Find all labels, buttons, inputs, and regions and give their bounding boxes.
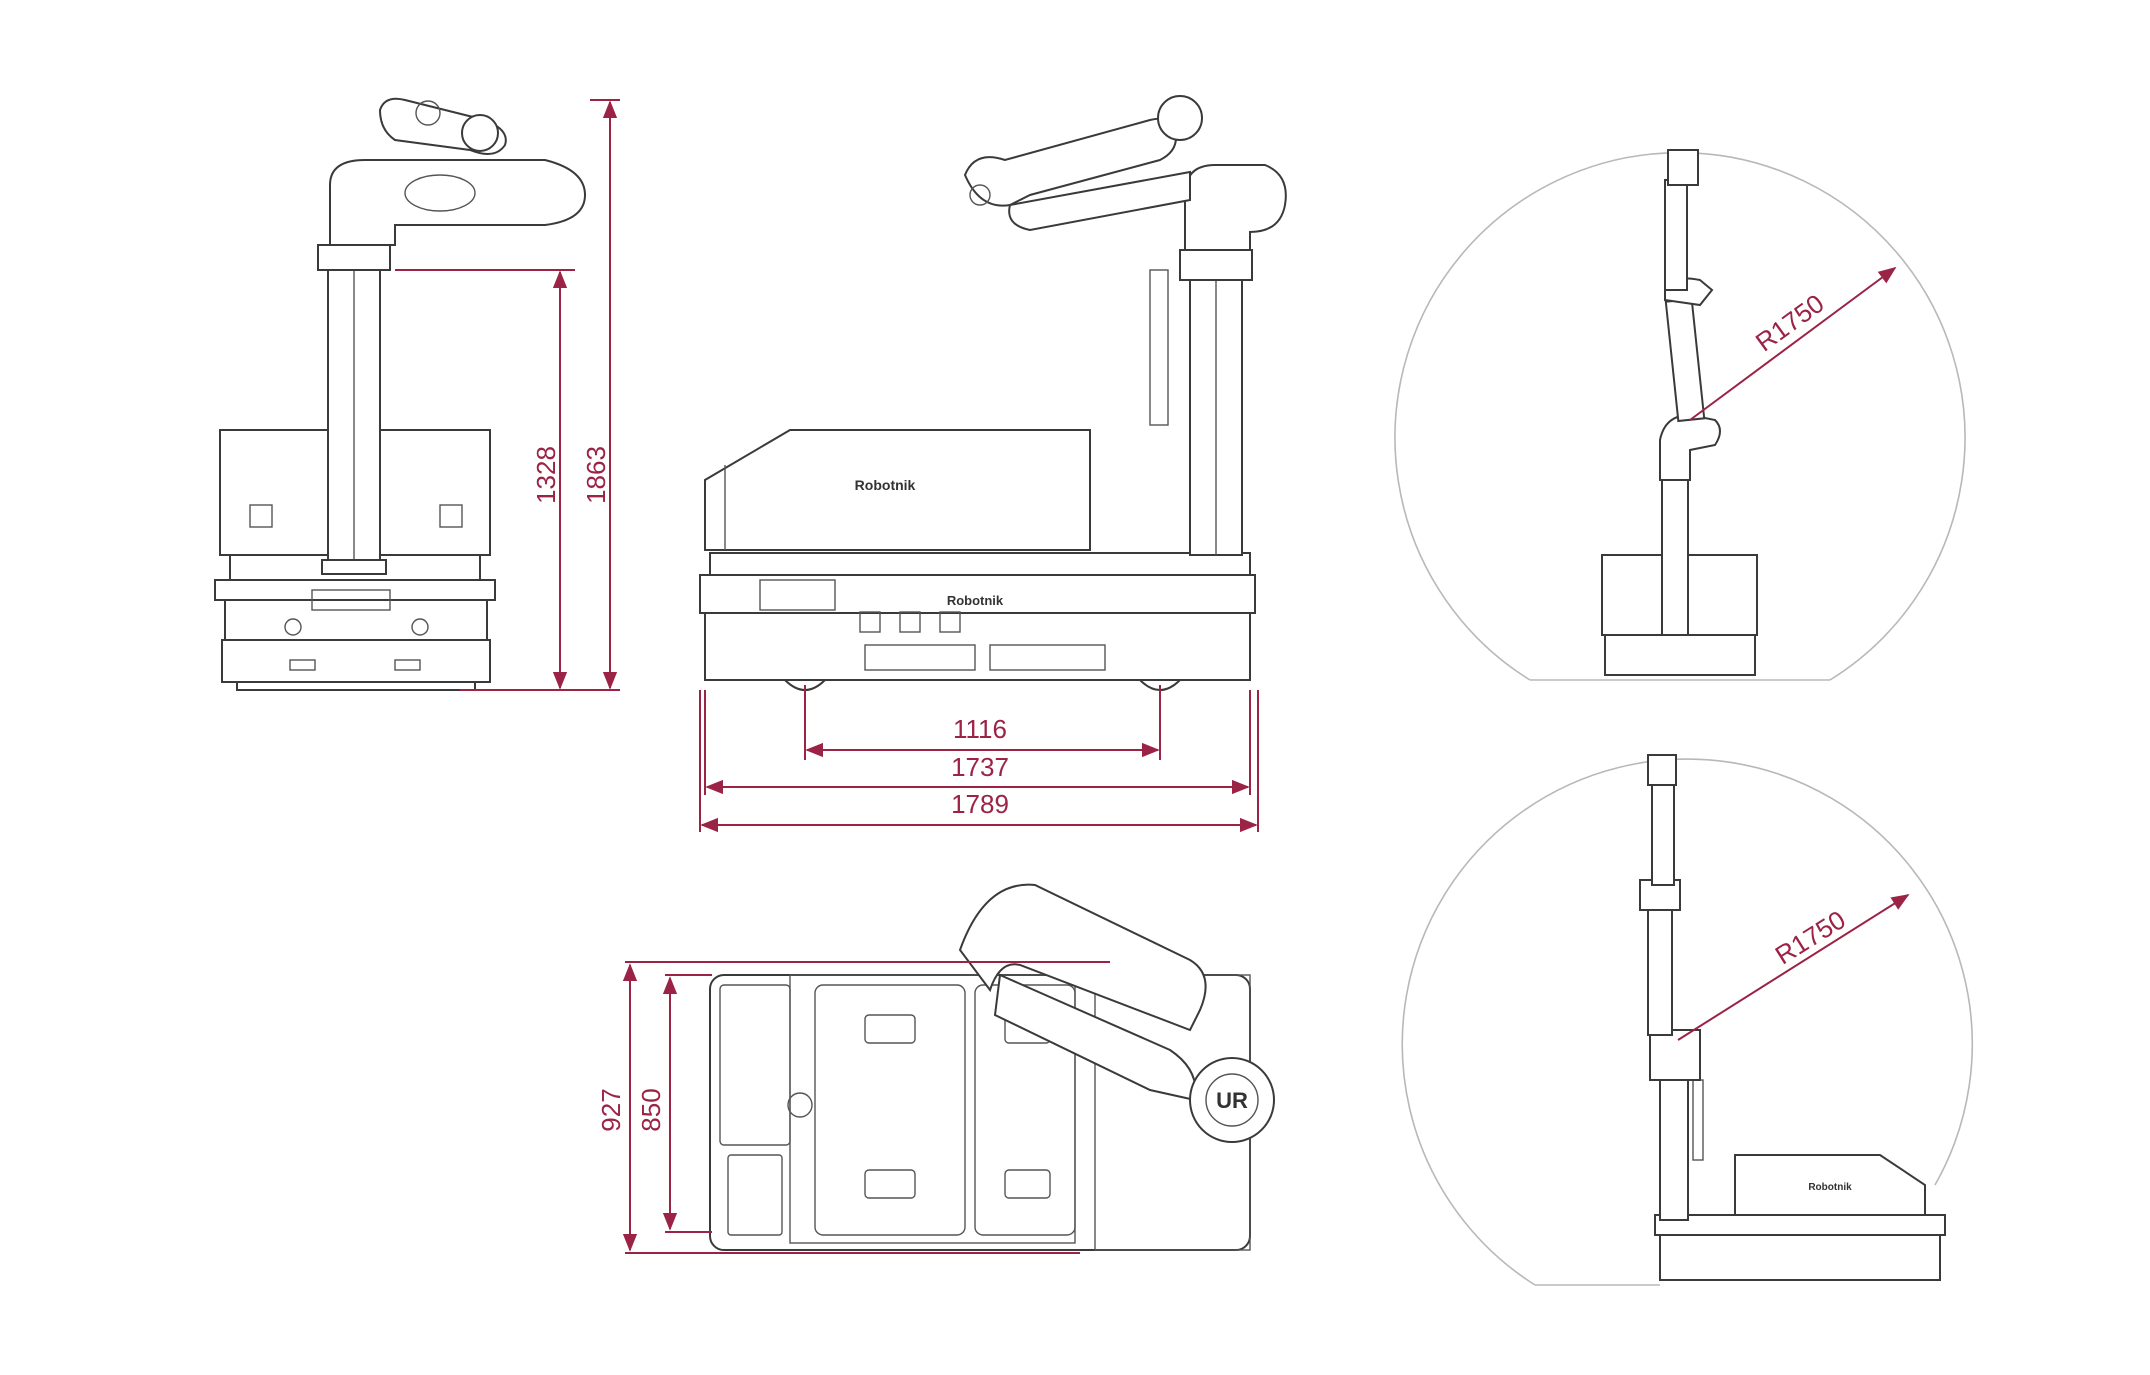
reach2-column <box>1659 1079 1689 1221</box>
dim-label-850: 850 <box>636 1088 666 1131</box>
reach-view-upright: R1750 <box>1394 149 1966 681</box>
top-dimensions: 927 850 <box>596 961 1110 1254</box>
reach2-forearm <box>1651 769 1675 886</box>
reach1-radius-line <box>1689 266 1897 421</box>
dim-label-1789: 1789 <box>951 789 1009 819</box>
reach2-body-logo: Robotnik <box>1808 1182 1852 1193</box>
top-view: UR <box>709 883 1275 1251</box>
top-arm-forearm <box>958 883 1207 1032</box>
reach2-chassis <box>1659 1234 1941 1281</box>
reach1-column <box>1661 479 1689 636</box>
side-cable-chain <box>1149 269 1169 426</box>
reach2-body-cover <box>1734 1154 1926 1216</box>
reach1-upper-arm <box>1664 297 1706 423</box>
reach2-radius-label: R1750 <box>1770 904 1851 970</box>
dim-label-1737: 1737 <box>951 752 1009 782</box>
side-body-logo: Robotnik <box>855 477 916 493</box>
side-wrist <box>1157 95 1203 141</box>
reach2-radius-line <box>1677 894 1910 1041</box>
front-dimensions: 1328 1863 <box>395 99 620 691</box>
side-view: Robotnik Robotnik <box>699 95 1287 691</box>
dim-label-927: 927 <box>596 1088 626 1131</box>
reach-arc-angled <box>1401 758 1973 1286</box>
side-shoulder <box>1184 164 1287 251</box>
reach2-upper-arm <box>1647 899 1673 1036</box>
side-upper-chassis <box>699 574 1256 614</box>
reach1-forearm <box>1664 179 1688 291</box>
side-lower-chassis <box>704 612 1251 681</box>
front-arm-link <box>329 159 587 246</box>
top-arm-upper <box>993 973 1197 1102</box>
top-lid-left <box>814 984 966 1236</box>
front-upper-base <box>224 599 488 641</box>
top-arm-base-joint <box>1189 1057 1275 1143</box>
side-upper-arm <box>1008 170 1191 232</box>
dim-label-1116: 1116 <box>953 714 1007 744</box>
dim-label-1328: 1328 <box>531 446 561 504</box>
reach2-shoulder <box>1649 1029 1701 1081</box>
dim-label-1863: 1863 <box>581 446 611 504</box>
reach1-chassis <box>1604 634 1756 676</box>
side-body-cover <box>704 429 1091 551</box>
front-view <box>214 97 587 691</box>
front-lower-base <box>221 639 491 683</box>
side-chassis-logo: Robotnik <box>947 593 1004 608</box>
top-ur-badge: UR <box>1216 1088 1248 1113</box>
side-dimensions: 1116 1737 1789 <box>699 685 1259 833</box>
reach-view-angled: Robotnik R1750 <box>1401 754 1973 1286</box>
